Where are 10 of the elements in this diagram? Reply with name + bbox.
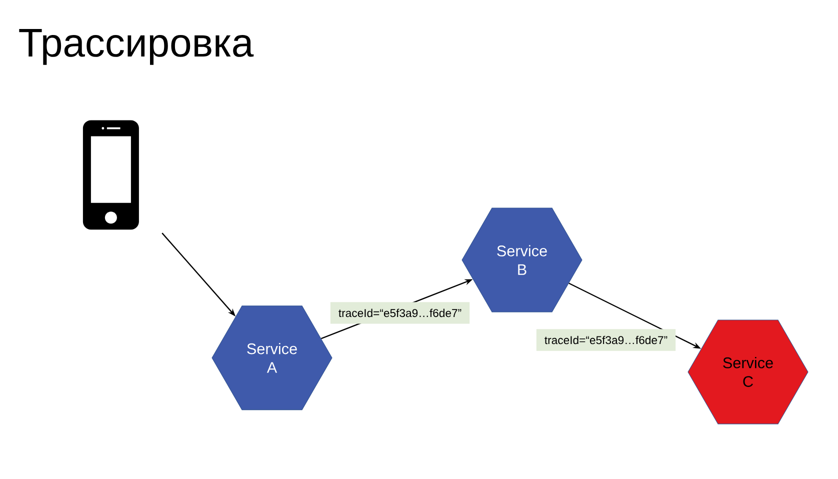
service-hexagon (688, 320, 808, 424)
service-hexagon (212, 306, 332, 410)
phone-icon (82, 120, 139, 230)
service-hexagon (462, 208, 582, 312)
service-label: Service C (723, 357, 773, 387)
service-label: Service A (247, 343, 297, 373)
title: Трассировка (19, 29, 254, 65)
edge-label: traceId=“e5f3a9…f6de7” (330, 302, 470, 324)
service-label: Service B (497, 245, 547, 275)
edge-label: traceId=“e5f3a9…f6de7” (536, 329, 676, 351)
